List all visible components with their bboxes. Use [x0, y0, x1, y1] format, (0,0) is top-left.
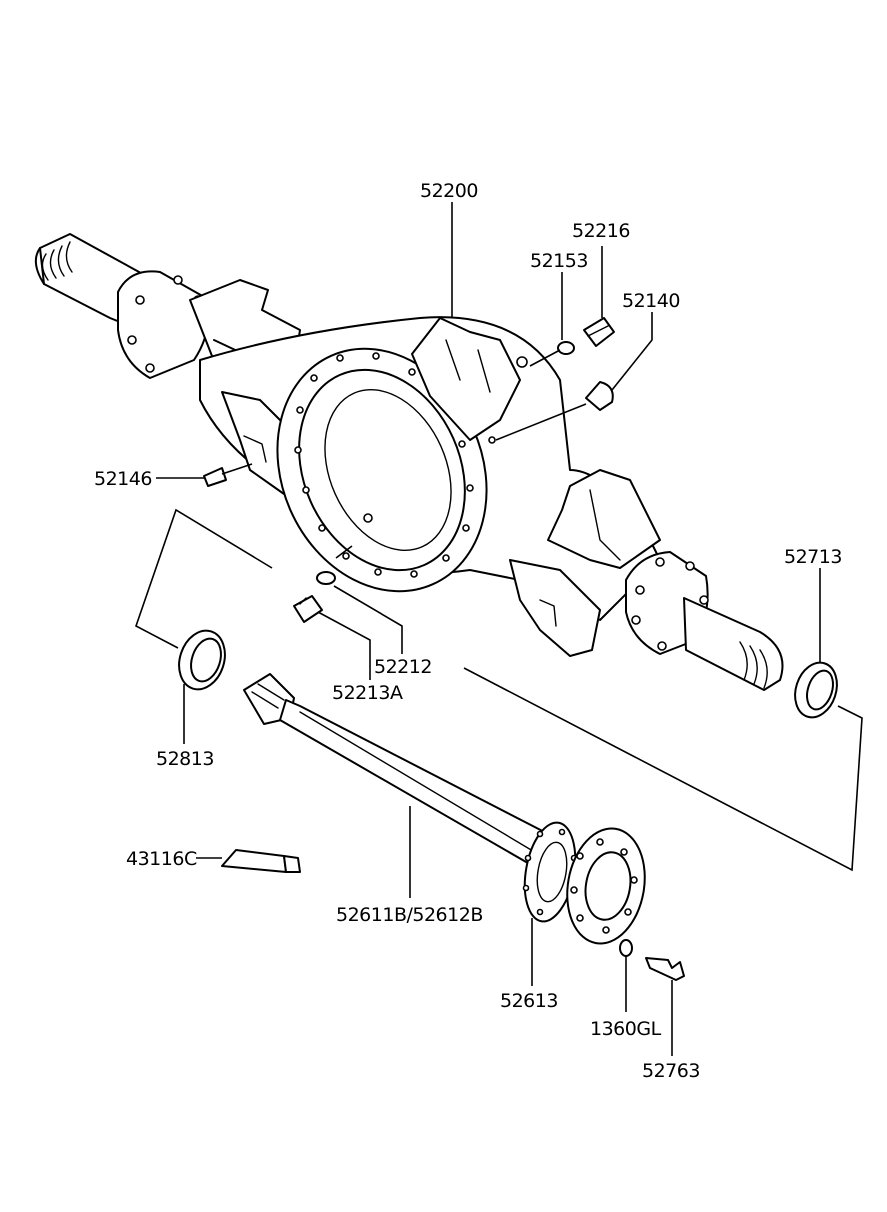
- label-52146: 52146: [94, 468, 152, 490]
- plug-52213A: [293, 595, 323, 623]
- label-52763: 52763: [642, 1060, 700, 1082]
- label-52613: 52613: [500, 990, 558, 1012]
- label-52200: 52200: [420, 180, 478, 202]
- axle-housing-52200: [34, 233, 784, 691]
- washer-52212: [316, 571, 336, 585]
- label-52813: 52813: [156, 748, 214, 770]
- label-1360GL: 1360GL: [590, 1018, 662, 1040]
- gasket-52153: [557, 341, 575, 355]
- drain-plug-52216: [583, 317, 615, 347]
- label-52713: 52713: [784, 546, 842, 568]
- group-bracket-left: [135, 508, 273, 649]
- vent-plug-52146: [203, 467, 227, 487]
- oil-seal-52713: [794, 661, 838, 719]
- group-bracket-right: [463, 667, 863, 872]
- oil-seal-52813: [178, 629, 226, 691]
- sealant-tube-43116C: [221, 849, 301, 873]
- label-43116C: 43116C: [126, 848, 197, 870]
- label-52153: 52153: [530, 250, 588, 272]
- bolt-52763: [645, 957, 685, 981]
- axle-flange: [566, 827, 646, 945]
- axle-shaft-52611B: [243, 673, 561, 881]
- breather-52140: [585, 381, 614, 411]
- label-52216: 52216: [572, 220, 630, 242]
- label-52213A: 52213A: [332, 682, 403, 704]
- leader-lines: [156, 202, 821, 1056]
- label-52140: 52140: [622, 290, 680, 312]
- washer-1360GL: [619, 939, 633, 957]
- label-52611B-52612B: 52611B/52612B: [336, 904, 483, 926]
- label-52212: 52212: [374, 656, 432, 678]
